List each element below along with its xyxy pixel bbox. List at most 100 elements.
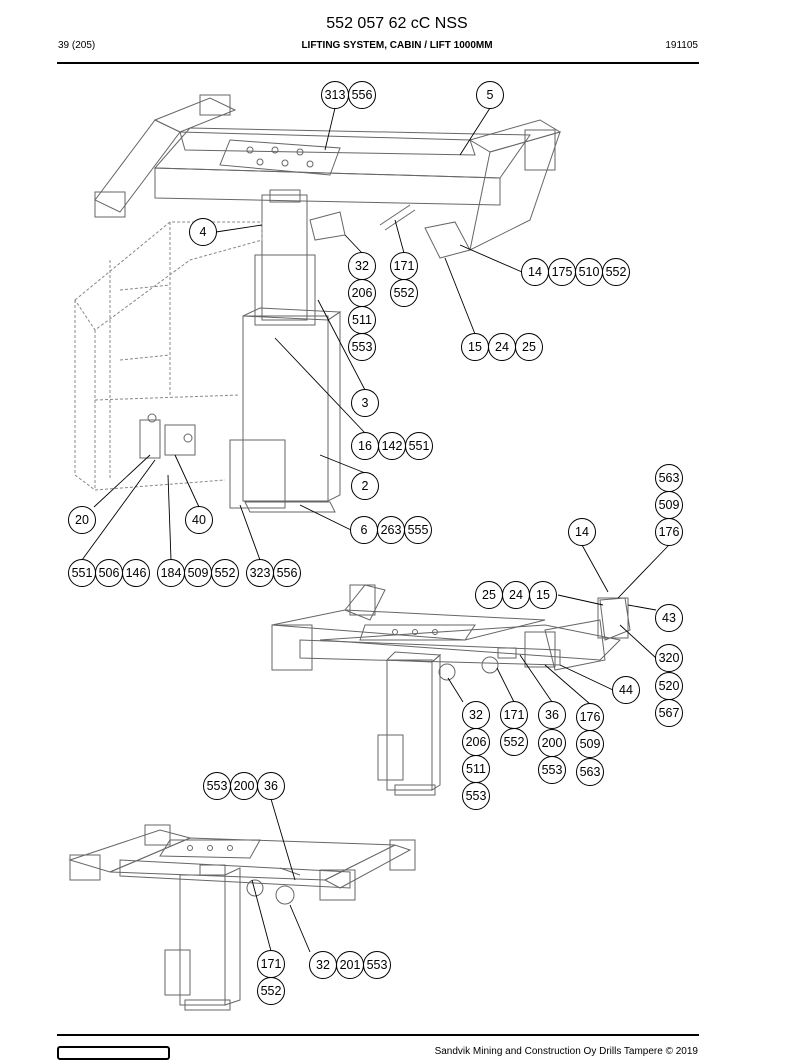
callout-circle <box>476 81 504 109</box>
callout-number: 553 <box>466 789 487 803</box>
callout-circle <box>273 559 301 587</box>
leader-line <box>519 654 553 703</box>
callout-number: 171 <box>504 708 525 722</box>
callout-group: 511 <box>348 306 376 334</box>
callout-circle <box>538 756 566 784</box>
callout-number: 509 <box>188 566 209 580</box>
callout-number: 509 <box>580 737 601 751</box>
callout-number: 206 <box>352 286 373 300</box>
callout-number: 36 <box>264 779 278 793</box>
callout-group: 509 <box>576 730 604 758</box>
leader-line <box>617 544 670 599</box>
leader-line <box>215 224 263 233</box>
callout-group: 176 <box>655 518 683 546</box>
callout-circle <box>655 699 683 727</box>
callout-circle <box>122 559 150 587</box>
leader-line <box>299 504 352 531</box>
callout-number: 2 <box>362 479 369 493</box>
leader-line <box>447 677 464 703</box>
leader-lines <box>81 107 670 953</box>
callout-number: 551 <box>409 439 430 453</box>
callout-group: 553 <box>462 782 490 810</box>
callout-number: 24 <box>495 340 509 354</box>
leader-line <box>444 257 476 335</box>
callout-number: 43 <box>662 611 676 625</box>
callout-circle <box>500 728 528 756</box>
callout-number: 567 <box>659 706 680 720</box>
callout-number: 32 <box>355 259 369 273</box>
callout-circle <box>538 701 566 729</box>
callout-group: 509 <box>655 491 683 519</box>
callout-number: 556 <box>277 566 298 580</box>
leader-line <box>274 337 366 434</box>
callout-number: 553 <box>367 958 388 972</box>
leader-line <box>344 234 363 254</box>
leader-line <box>324 107 336 151</box>
leader-line <box>251 879 272 952</box>
leader-line <box>496 667 515 703</box>
callout-group: 552 <box>390 279 418 307</box>
callout-number: 509 <box>659 498 680 512</box>
document-title: 552 057 62 cC NSS <box>326 15 468 32</box>
callout-number: 200 <box>234 779 255 793</box>
callout-group: 32 <box>348 252 376 280</box>
callout-number: 40 <box>192 513 206 527</box>
callout-number: 184 <box>161 566 182 580</box>
callout-number: 263 <box>381 523 402 537</box>
leader-line <box>394 219 405 254</box>
callout-number: 176 <box>580 710 601 724</box>
callout-group: 20 <box>68 506 96 534</box>
callout-group: 14 <box>568 518 596 546</box>
leader-line <box>459 107 491 156</box>
document-date: 191105 <box>665 40 698 51</box>
callout-circle <box>405 432 433 460</box>
callout-number: 506 <box>99 566 120 580</box>
page-number: 39 (205) <box>58 40 96 51</box>
leader-line <box>557 594 604 606</box>
callout-group: 563 <box>576 758 604 786</box>
callout-number: 20 <box>75 513 89 527</box>
footer-copyright: Sandvik Mining and Construction Oy Drill… <box>434 1046 698 1057</box>
callout-circle <box>576 758 604 786</box>
callout-circle <box>390 279 418 307</box>
callout-number: 551 <box>72 566 93 580</box>
callout-number: 3 <box>362 396 369 410</box>
callout-circle <box>655 518 683 546</box>
callout-group: 200 <box>538 729 566 757</box>
leader-line <box>581 544 609 593</box>
callout-group: 40 <box>185 506 213 534</box>
callout-circle <box>348 333 376 361</box>
callout-number: 320 <box>659 651 680 665</box>
callout-circle <box>568 518 596 546</box>
leader-line <box>270 798 296 881</box>
callout-circle <box>257 977 285 1005</box>
callout-number: 511 <box>352 313 372 327</box>
callout-group: 176 <box>576 703 604 731</box>
callout-group: 511 <box>462 755 490 783</box>
callout-group: 552 <box>500 728 528 756</box>
leader-line <box>93 454 151 508</box>
callout-circle <box>404 516 432 544</box>
callout-circle <box>257 772 285 800</box>
callout-number: 313 <box>325 88 346 102</box>
leader-line <box>319 454 366 474</box>
callout-group: 2 <box>351 472 379 500</box>
callout-group: 206 <box>348 279 376 307</box>
leader-line <box>239 504 261 561</box>
callout-number: 555 <box>408 523 429 537</box>
callout-number: 36 <box>545 708 559 722</box>
callout-circle <box>351 472 379 500</box>
callout-number: 176 <box>659 525 680 539</box>
leader-line <box>544 664 591 705</box>
callout-circle <box>655 644 683 672</box>
leader-line <box>459 244 523 273</box>
callout-number: 44 <box>619 683 633 697</box>
callout-group: 553 <box>348 333 376 361</box>
callout-number: 201 <box>340 958 361 972</box>
callout-number: 552 <box>394 286 415 300</box>
